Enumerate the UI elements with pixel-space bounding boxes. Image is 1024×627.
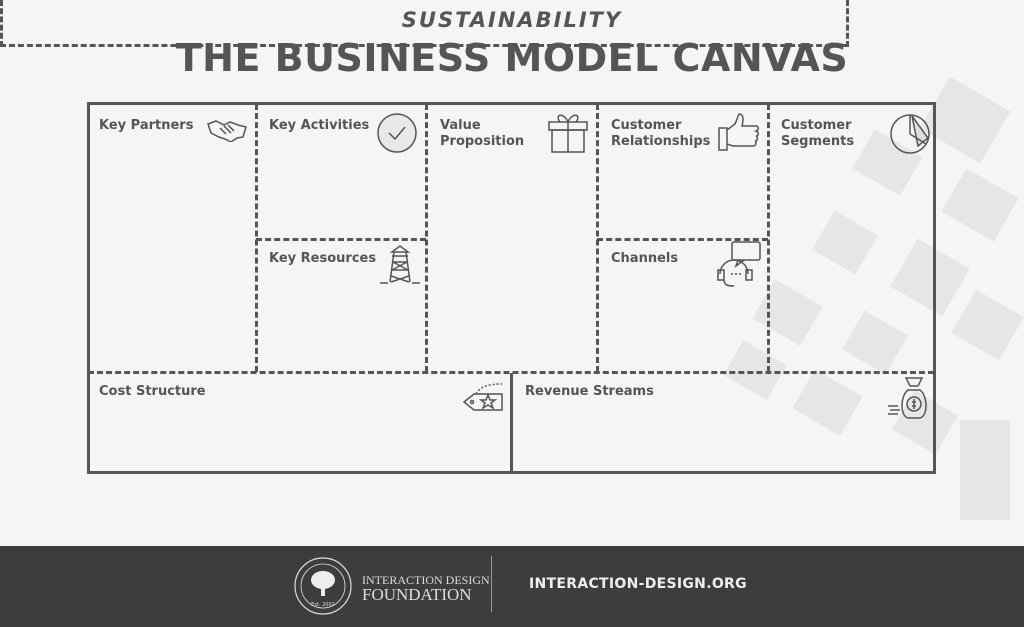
checkmark-circle-icon bbox=[377, 113, 417, 153]
block-key-resources: Key Resources bbox=[269, 251, 377, 266]
divider bbox=[256, 238, 426, 241]
sustainability-label: SUSTAINABILITY bbox=[401, 8, 623, 32]
headset-chat-icon bbox=[717, 241, 761, 287]
website-link[interactable]: INTERACTION-DESIGN.ORG bbox=[529, 576, 747, 592]
pie-chart-icon bbox=[890, 114, 930, 154]
divider bbox=[597, 238, 768, 241]
power-tower-icon bbox=[380, 245, 420, 284]
money-bag-icon bbox=[888, 377, 927, 419]
block-revenue-streams: Revenue Streams bbox=[525, 384, 654, 399]
handshake-icon bbox=[207, 120, 247, 142]
divider bbox=[425, 104, 428, 372]
page-title: THE BUSINESS MODEL CANVAS bbox=[175, 36, 849, 80]
idf-logo-icon: Est. 2002 bbox=[294, 557, 352, 615]
divider bbox=[88, 371, 934, 374]
logo-name-line1: INTERACTION DESIGN bbox=[362, 573, 490, 587]
price-tag-icon bbox=[462, 383, 503, 411]
block-channels: Channels bbox=[611, 251, 679, 266]
block-key-partners: Key Partners bbox=[99, 118, 194, 133]
divider bbox=[510, 373, 513, 472]
divider bbox=[767, 104, 770, 372]
footer: Est. 2002 INTERACTION DESIGN FOUNDATION … bbox=[0, 546, 1024, 627]
gift-icon bbox=[548, 114, 588, 153]
canvas-frame bbox=[87, 102, 936, 474]
logo-name-line2: FOUNDATION bbox=[362, 585, 472, 604]
thumbs-up-icon bbox=[718, 113, 759, 151]
footer-divider bbox=[491, 556, 492, 612]
sustainability-block: SUSTAINABILITY bbox=[0, 0, 849, 47]
block-cost-structure: Cost Structure bbox=[99, 384, 206, 399]
logo-est: Est. 2002 bbox=[311, 602, 335, 608]
block-key-activities: Key Activities bbox=[269, 118, 370, 133]
